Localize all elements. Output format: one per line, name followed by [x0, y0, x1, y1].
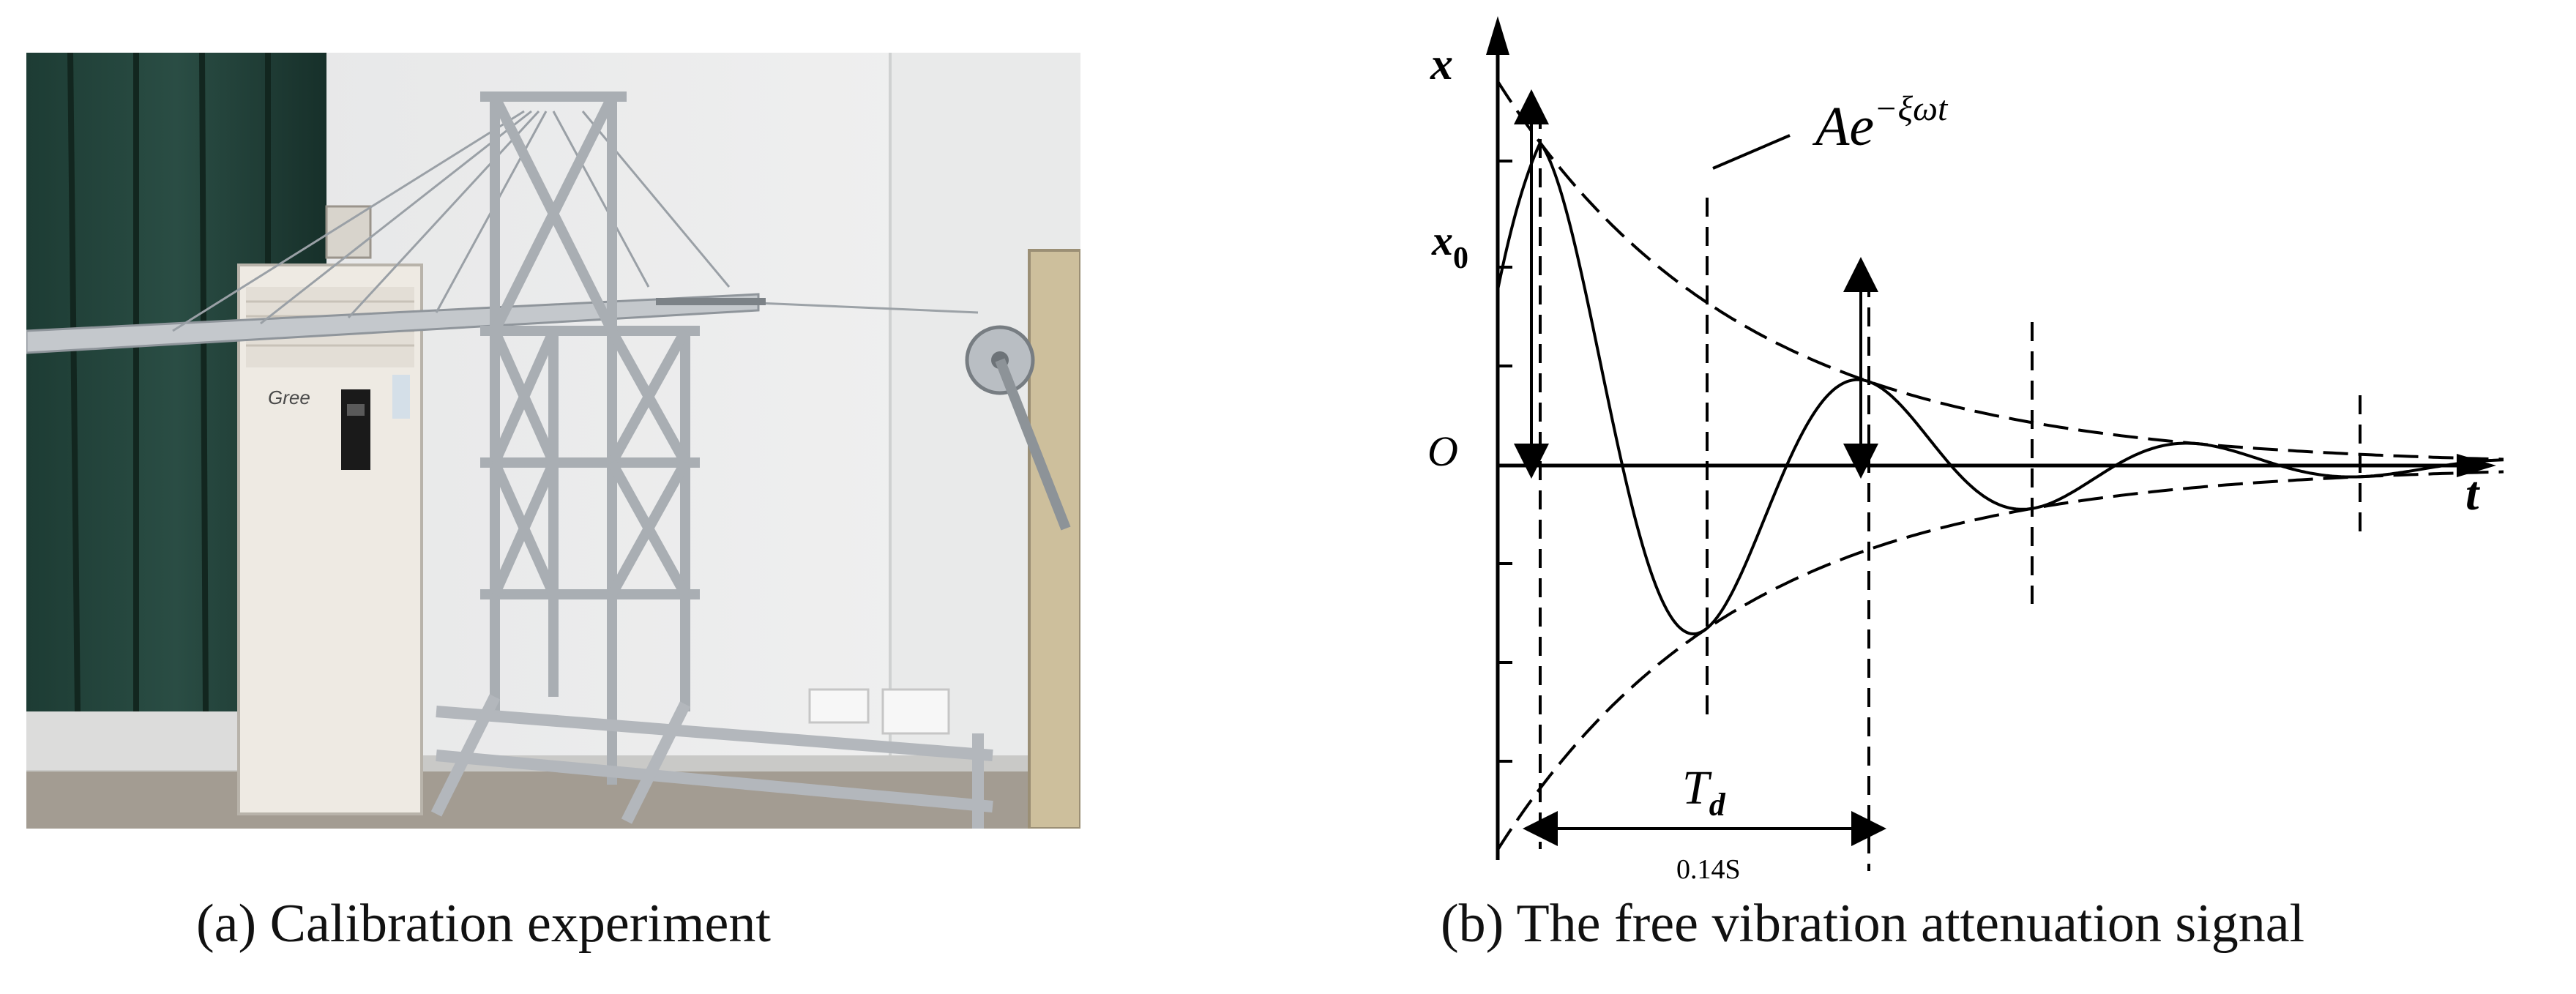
y-axis-label: x: [1430, 40, 1453, 89]
y-ticks: [1498, 160, 1512, 763]
ac-brand-text: Gree: [268, 386, 310, 408]
free-vibration-chart: x t O x0 Ae−ξωt Td 0.14S: [1427, 16, 2504, 885]
air-conditioner: Gree: [237, 264, 423, 815]
envelope-formula: Ae−ξωt: [1812, 89, 1949, 157]
caption-a: (a) Calibration experiment: [196, 894, 771, 954]
x-axis-label: t: [2465, 467, 2480, 520]
initial-displacement-label: x0: [1431, 217, 1468, 275]
period-label: Td: [1682, 761, 1726, 823]
axes: [1496, 44, 2460, 860]
origin-label: O: [1427, 427, 1458, 475]
lower-envelope: [1496, 470, 2504, 851]
pulley: [965, 325, 1071, 531]
y-axis-arrowhead: [1486, 16, 1509, 55]
peak-guides: [1539, 110, 2362, 871]
upper-envelope: [1496, 81, 2504, 461]
envelope-leader-line: [1712, 134, 1791, 170]
period-value: 0.14S: [1676, 854, 1741, 885]
caption-b: (b) The free vibration attenuation signa…: [1441, 894, 2305, 954]
calibration-experiment-photo: Gree: [26, 53, 1080, 829]
cantilever-beam: [26, 293, 979, 354]
damped-signal-curve: [1496, 142, 2504, 636]
steel-tower-frame: [480, 91, 700, 785]
